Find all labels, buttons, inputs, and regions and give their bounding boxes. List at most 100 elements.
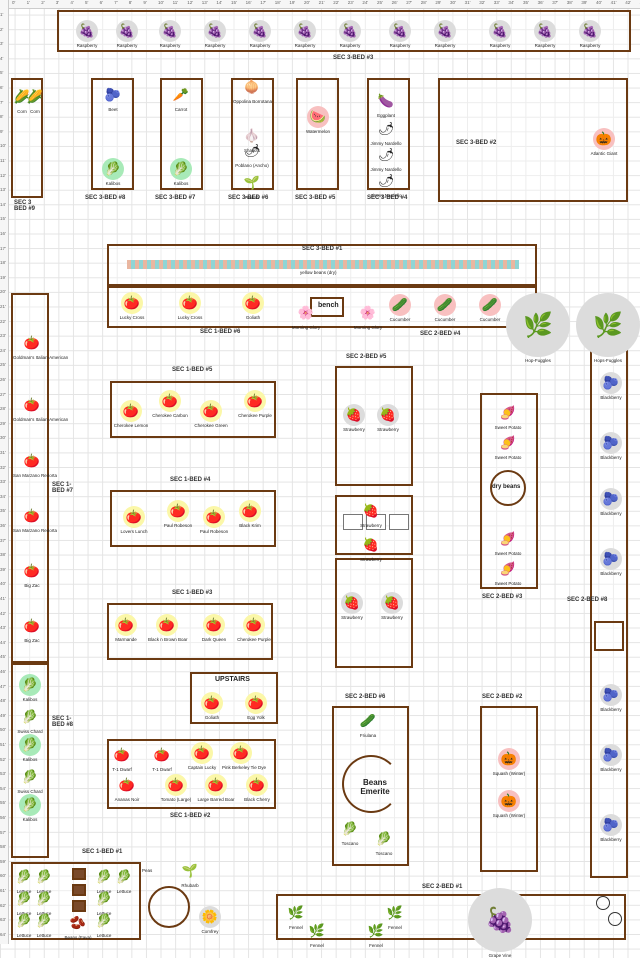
plant-cabbage[interactable]: 🥬Kalibos: [94, 158, 132, 186]
trellis-square[interactable]: [389, 514, 409, 530]
plant-sweet-potato[interactable]: 🍠Sweet Potato: [489, 402, 527, 430]
plant-tomato[interactable]: 🍅Big Zac: [13, 560, 51, 588]
plant-kale[interactable]: 🥬Toscano: [365, 828, 403, 856]
plant-kale[interactable]: 🥬Toscano: [331, 818, 369, 846]
plant-radish[interactable]: 🌱Radish: [233, 172, 271, 200]
plant-blackberry[interactable]: 🫐Blackberry: [592, 814, 630, 842]
path-circle[interactable]: [148, 886, 190, 928]
plant-sweet-potato[interactable]: 🍠Sweet Potato: [489, 528, 527, 556]
plant-tomato[interactable]: 🍅Large Barred Boar: [197, 774, 235, 802]
plant-cabbage[interactable]: 🥬Kalibos: [11, 794, 49, 822]
bed-sec3-5[interactable]: [296, 78, 339, 190]
plant-strawberry[interactable]: 🍓Strawberry: [352, 500, 390, 528]
plant-tomato[interactable]: 🍅Cherokee Green: [192, 400, 230, 428]
plant-tomato[interactable]: 🍅San Marzano Redorta: [13, 450, 51, 478]
plant-blackberry[interactable]: 🫐Blackberry: [592, 684, 630, 712]
plant-beet[interactable]: 🫐Beet: [94, 84, 132, 112]
plant-tomato[interactable]: 🍅Goliath: [234, 292, 272, 320]
plant-zucchini[interactable]: 🥒Friulana: [349, 710, 387, 738]
plant-raspberry[interactable]: 🍇Raspberry: [286, 20, 324, 48]
plant-tomato[interactable]: 🍅Black n Brown Boar: [148, 614, 186, 642]
plant-raspberry[interactable]: 🍇Raspberry: [571, 20, 609, 48]
plant-strawberry[interactable]: 🍓Strawberry: [369, 404, 407, 432]
plant-chard[interactable]: 🥬Swiss Chard: [11, 766, 49, 794]
plant-squash[interactable]: 🎃Squash (Winter): [490, 790, 528, 818]
plant-raspberry[interactable]: 🍇Raspberry: [381, 20, 419, 48]
small-box-sec2-8[interactable]: [594, 621, 624, 651]
plant-grape[interactable]: 🍇Grape Vine: [465, 888, 535, 958]
plant-blackberry[interactable]: 🫐Blackberry: [592, 548, 630, 576]
plant-corn[interactable]: 🌽Corn: [16, 86, 54, 114]
plant-tomato[interactable]: 🍅Cherokee Lemon: [112, 400, 150, 428]
plant-pepper[interactable]: 🌶Jimmy Nardello: [367, 170, 405, 198]
plant-tomato[interactable]: 🍅Lucky Cross: [113, 292, 151, 320]
plant-tomato[interactable]: 🍅Pink Berkeley Tie Dye: [222, 742, 260, 770]
plant-tomato[interactable]: 🍅T-1 Dwarf: [103, 744, 141, 772]
plant-raspberry[interactable]: 🍇Raspberry: [241, 20, 279, 48]
bed-sec2-2[interactable]: [480, 706, 538, 872]
marker-circle[interactable]: [596, 896, 610, 910]
plant-blackberry[interactable]: 🫐Blackberry: [592, 488, 630, 516]
plant-strawberry[interactable]: 🍓Strawberry: [352, 534, 390, 562]
plant-carrot[interactable]: 🥕Carrot: [162, 84, 200, 112]
plant-comfrey[interactable]: 🌼Comfrey: [191, 906, 229, 934]
plant-tomato[interactable]: 🍅Marmande: [107, 614, 145, 642]
plant-tomato[interactable]: 🍅Lovers Lunch: [115, 506, 153, 534]
plant-pumpkin[interactable]: 🎃Atlantic Giant: [585, 128, 623, 156]
plant-squash[interactable]: 🎃Squash (Winter): [490, 748, 528, 776]
plant-sweet-potato[interactable]: 🍠Sweet Potato: [489, 558, 527, 586]
plant-tomato[interactable]: 🍅Captain Lucky: [183, 742, 221, 770]
plant-fava[interactable]: 🫘Beans (Fava): [59, 912, 97, 940]
fava-strip-1[interactable]: [72, 868, 86, 880]
plant-raspberry[interactable]: 🍇Raspberry: [426, 20, 464, 48]
plant-tomato[interactable]: 🍅Tomato (Large): [157, 774, 195, 802]
plant-lettuce[interactable]: 🥬Lettuce: [25, 910, 63, 938]
plant-cucumber[interactable]: 🥒Cucumber: [381, 294, 419, 322]
bed-sec2-8[interactable]: [590, 348, 628, 878]
plant-raspberry[interactable]: 🍇Raspberry: [481, 20, 519, 48]
plant-strawberry[interactable]: 🍓Strawberry: [373, 592, 411, 620]
plant-tomato[interactable]: 🍅Paul Robeson: [159, 500, 197, 528]
plant-sweet-potato[interactable]: 🍠Sweet Potato: [489, 432, 527, 460]
plant-watermelon[interactable]: 🍉Watermelon: [299, 106, 337, 134]
plant-chard[interactable]: 🥬Swiss Chard: [11, 706, 49, 734]
plant-tomato[interactable]: 🍅Goldman's Italian-American: [13, 332, 51, 360]
plant-tomato[interactable]: 🍅Lucky Cross: [171, 292, 209, 320]
plant-pepper[interactable]: 🌶Jimmy Nardello: [367, 144, 405, 172]
plant-rhubarb[interactable]: 🌱Rhubarb: [171, 860, 209, 888]
plant-tomato[interactable]: 🍅Cherokee Purple: [236, 390, 274, 418]
plant-raspberry[interactable]: 🍇Raspberry: [151, 20, 189, 48]
plant-cabbage[interactable]: 🥬Kalibos: [162, 158, 200, 186]
plant-onion[interactable]: 🧅Oppolina Borrotana: [233, 76, 271, 104]
plant-pepper[interactable]: 🌶Jimmy Nardello: [367, 118, 405, 146]
plant-pepper[interactable]: 🌶Poblano (Ancho): [233, 140, 271, 168]
plant-raspberry[interactable]: 🍇Raspberry: [108, 20, 146, 48]
plant-tomato[interactable]: 🍅Egg Yolk: [237, 692, 275, 720]
plant-cucumber[interactable]: 🥒Cucumber: [426, 294, 464, 322]
fava-strip-3[interactable]: [72, 900, 86, 912]
plant-tomato[interactable]: 🍅Black Cherry: [238, 774, 276, 802]
plant-tomato[interactable]: 🍅Ananas Noir: [108, 774, 146, 802]
plant-raspberry[interactable]: 🍇Raspberry: [196, 20, 234, 48]
plant-eggplant[interactable]: 🍆Eggplant: [367, 90, 405, 118]
plant-tomato[interactable]: 🍅Goliath: [193, 692, 231, 720]
plant-strawberry[interactable]: 🍓Strawberry: [335, 404, 373, 432]
plant-tomato[interactable]: 🍅Cherokee Carbon: [151, 390, 189, 418]
plant-tomato[interactable]: 🍅Goldman's Italian-American: [13, 394, 51, 422]
plant-blackberry[interactable]: 🫐Blackberry: [592, 372, 630, 400]
plant-tomato[interactable]: 🍅Cherokee Purple: [235, 614, 273, 642]
fava-strip-2[interactable]: [72, 884, 86, 896]
plant-strawberry[interactable]: 🍓Strawberry: [333, 592, 371, 620]
plant-cabbage[interactable]: 🥬Kalibos: [11, 674, 49, 702]
plant-blackberry[interactable]: 🫐Blackberry: [592, 744, 630, 772]
plant-hops[interactable]: 🌿Hops-Fuggles: [573, 293, 640, 363]
plant-tomato[interactable]: 🍅Dark Queen: [195, 614, 233, 642]
plant-fennel[interactable]: 🌿Fennel: [376, 902, 414, 930]
plant-tomato[interactable]: 🍅Black Krim: [231, 500, 269, 528]
plant-raspberry[interactable]: 🍇Raspberry: [68, 20, 106, 48]
marker-circle[interactable]: [608, 912, 622, 926]
plant-blackberry[interactable]: 🫐Blackberry: [592, 432, 630, 460]
plant-hops[interactable]: 🌿Hop-Fuggles: [503, 293, 573, 363]
plant-raspberry[interactable]: 🍇Raspberry: [526, 20, 564, 48]
plant-tomato[interactable]: 🍅San Marzano Redorta: [13, 505, 51, 533]
